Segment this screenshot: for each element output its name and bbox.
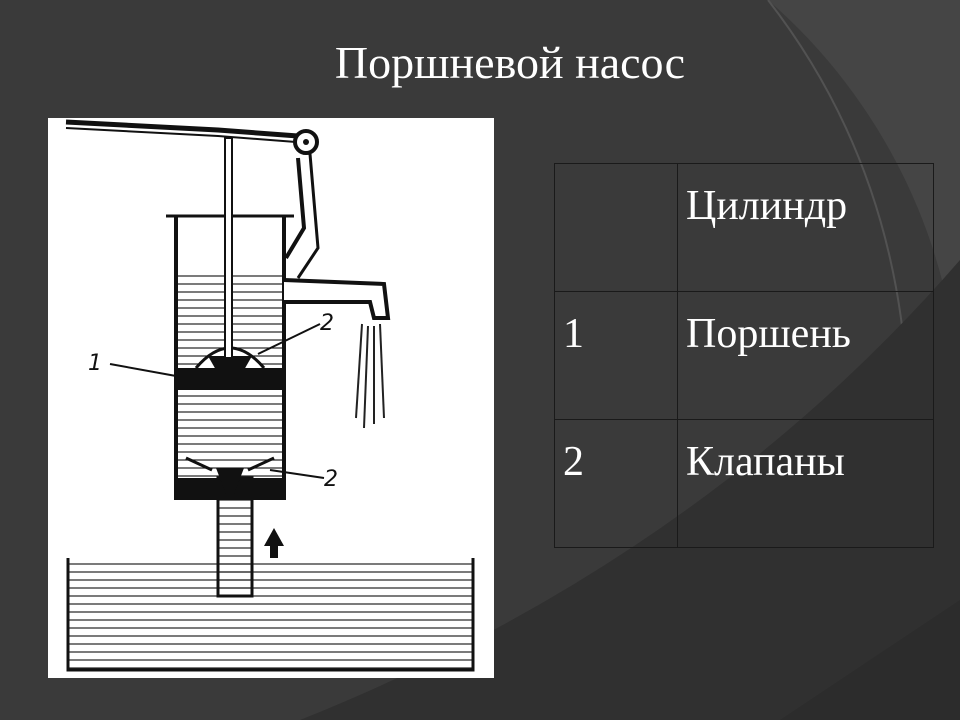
legend-row: 2 Клапаны: [554, 419, 934, 548]
legend-num: [554, 163, 678, 292]
callout-label-2b: 2: [324, 467, 338, 492]
callout-2-bottom-valve: 2: [269, 467, 338, 492]
legend-name: Поршень: [677, 291, 934, 420]
legend-name: Клапаны: [677, 419, 934, 548]
legend-name: Цилиндр: [677, 163, 934, 292]
callout-2-piston-valve: 2: [257, 311, 334, 355]
pump-handle: [65, 119, 320, 279]
slide-title: Поршневой насос: [334, 37, 686, 88]
water-tank: [66, 558, 475, 672]
callout-1: 1: [88, 351, 177, 377]
pump-diagram: 1 2 2: [48, 118, 494, 678]
legend-num: 2: [554, 419, 678, 548]
legend-num: 1: [554, 291, 678, 420]
flow-arrow-icon: [264, 528, 284, 558]
legend-row: Цилиндр: [554, 163, 934, 292]
spout: [283, 278, 391, 429]
legend-table: Цилиндр 1 Поршень 2 Клапаны: [554, 163, 934, 548]
callout-label-1: 1: [88, 351, 102, 376]
callout-label-2a: 2: [320, 311, 334, 336]
legend-row: 1 Поршень: [554, 291, 934, 420]
piston: [176, 137, 284, 390]
